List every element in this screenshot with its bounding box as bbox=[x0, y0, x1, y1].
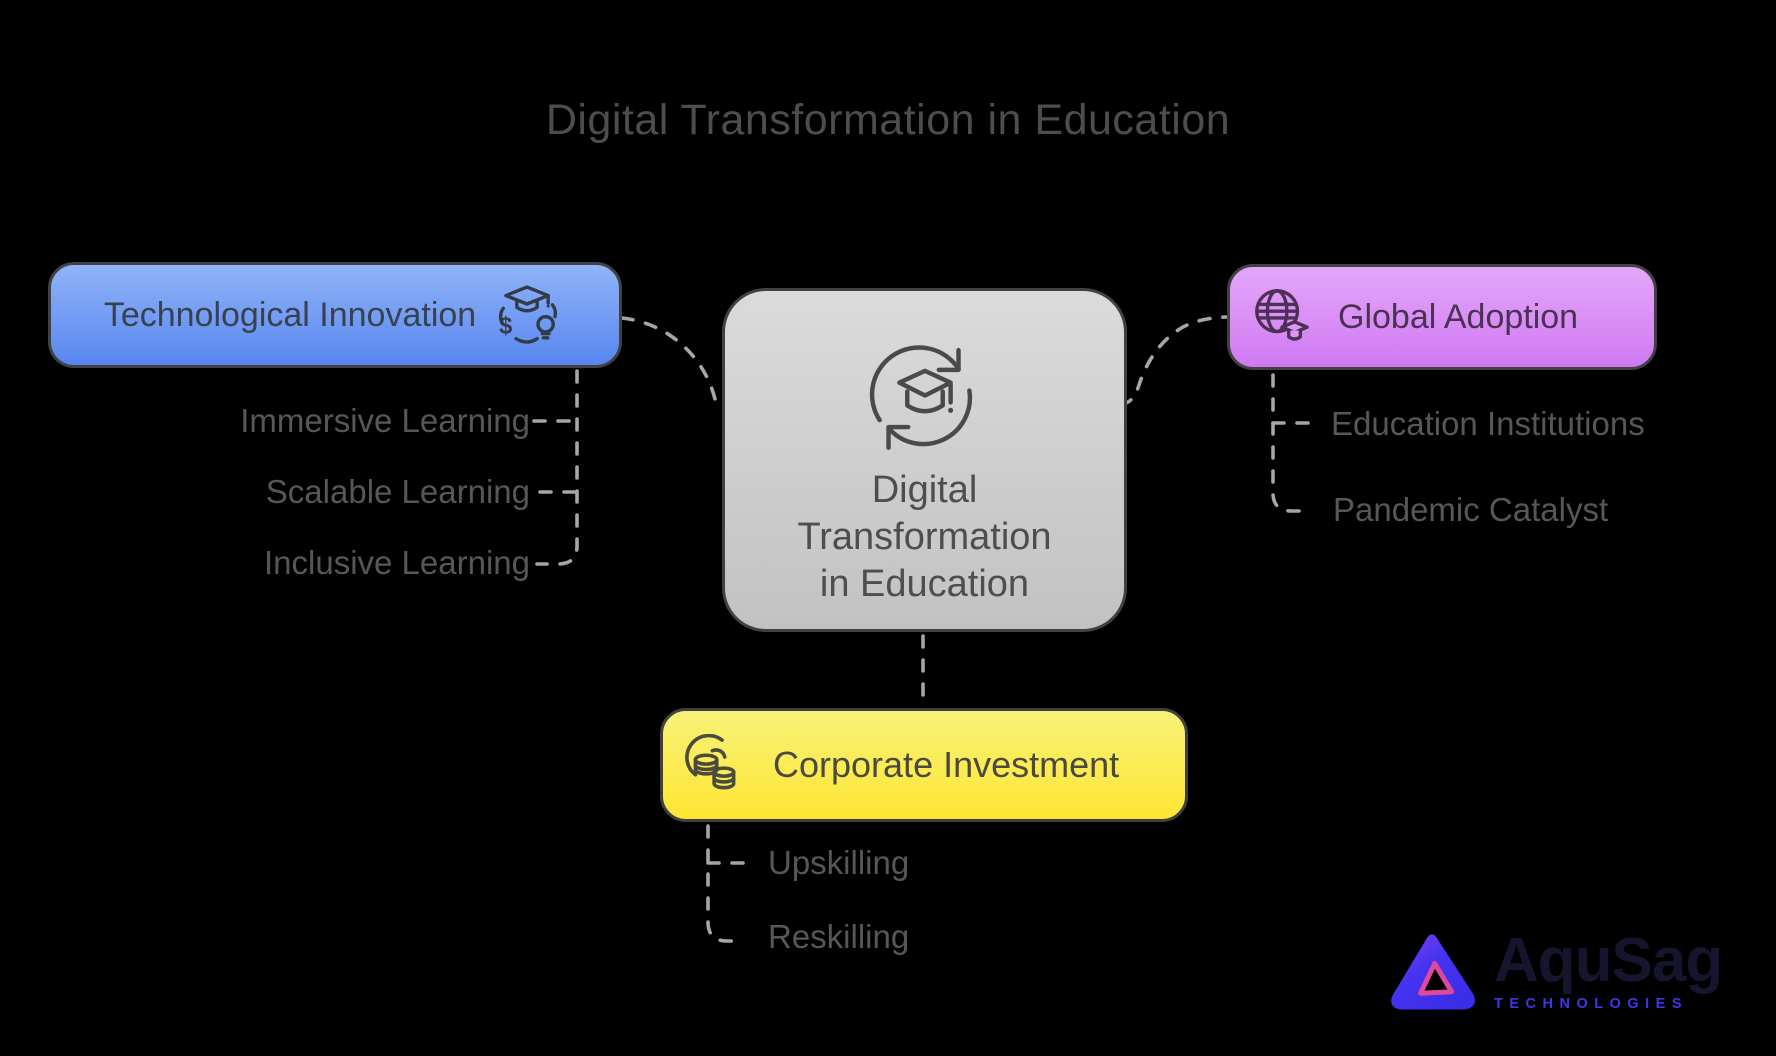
sub-label-pandemic-catalyst: Pandemic Catalyst bbox=[1333, 491, 1609, 528]
node-global-adoption-label: Global Adoption bbox=[1338, 297, 1579, 336]
graduation-cycle-icon bbox=[869, 345, 972, 450]
diagram-title: Digital Transformation in Education bbox=[545, 96, 1231, 144]
node-corporate-investment: Corporate Investment bbox=[660, 708, 1188, 822]
node-center-digital-transformation: Digital Transformation in Education bbox=[722, 288, 1127, 632]
sub-label-reskilling: Reskilling bbox=[768, 918, 910, 955]
connector-corporate-children-trunk bbox=[706, 824, 746, 943]
aqusag-logo-mark bbox=[1391, 934, 1475, 1010]
sub-label-scalable-learning: Scalable Learning bbox=[265, 473, 530, 510]
sub-label-education-institutions: Education Institutions bbox=[1331, 405, 1645, 442]
connector-global-children-trunk bbox=[1271, 373, 1311, 513]
sub-label-upskilling: Upskilling bbox=[768, 844, 910, 881]
connector-tech-children-trunk bbox=[535, 369, 579, 566]
node-global-adoption: Global Adoption bbox=[1227, 264, 1657, 370]
logo-brand-name: AquSag bbox=[1494, 926, 1723, 995]
coins-icon bbox=[685, 734, 736, 790]
node-corporate-investment-label: Corporate Investment bbox=[773, 744, 1120, 785]
center-label-line-3: in Education bbox=[819, 563, 1030, 605]
node-center-label: Digital Transformation in Education bbox=[797, 467, 1051, 608]
sub-label-immersive-learning: Immersive Learning bbox=[240, 402, 530, 439]
education-funding-idea-icon: $ bbox=[499, 285, 558, 344]
node-technological-innovation: Technological Innovation $ bbox=[48, 262, 622, 368]
globe-graduation-icon bbox=[1255, 289, 1309, 341]
aqusag-logo-text: AquSag TECHNOLOGIES bbox=[1494, 926, 1723, 1013]
connector-center-to-global bbox=[1119, 315, 1228, 406]
logo-tagline: TECHNOLOGIES bbox=[1494, 996, 1689, 1012]
node-technological-innovation-label: Technological Innovation bbox=[103, 295, 477, 334]
center-label-line-1: Digital bbox=[871, 469, 978, 511]
aqusag-logo: AquSag TECHNOLOGIES bbox=[1388, 926, 1723, 1014]
sub-label-inclusive-learning: Inclusive Learning bbox=[264, 544, 530, 581]
center-label-line-2: Transformation bbox=[797, 516, 1052, 558]
connector-tech-to-center bbox=[620, 316, 728, 406]
